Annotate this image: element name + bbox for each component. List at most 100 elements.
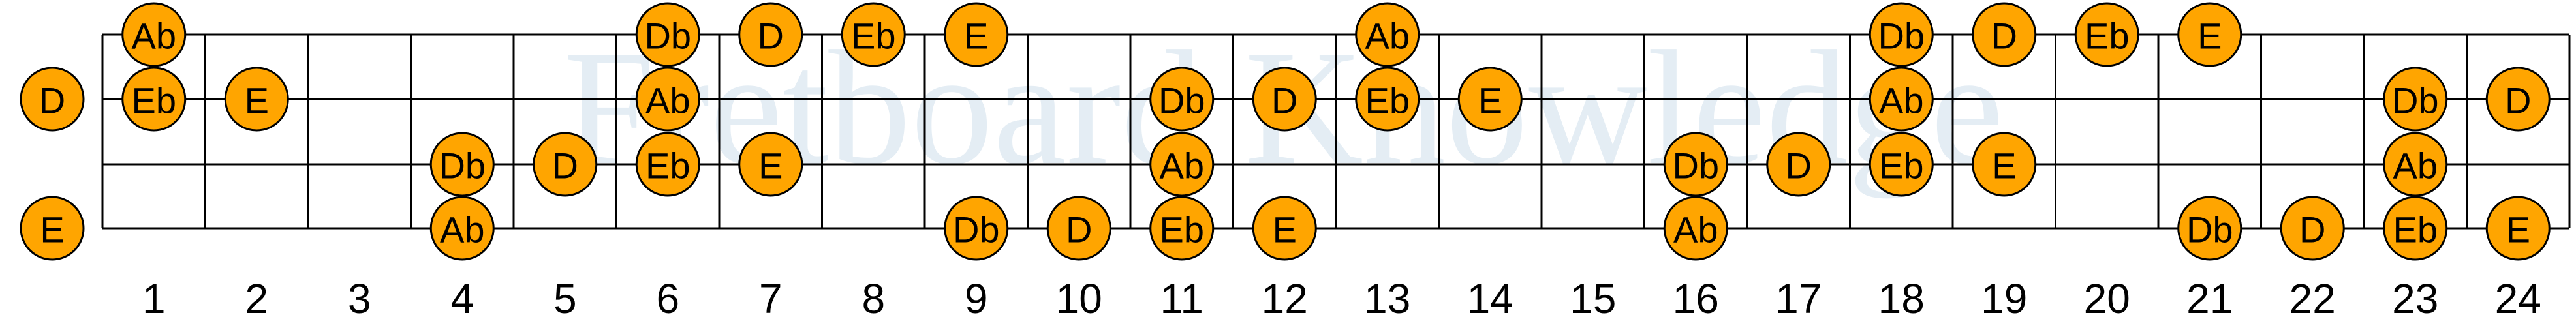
note-circle-icon <box>1972 2 2037 67</box>
note-fret-17-string-3: D <box>1766 132 1831 197</box>
note-circle-icon <box>635 67 700 132</box>
note-circle-icon <box>1149 132 1215 197</box>
fret-number-5: 5 <box>553 275 577 322</box>
note-label: Ab <box>2393 145 2438 187</box>
fret-number-7: 7 <box>759 275 783 322</box>
note-label: Db <box>1878 16 1925 57</box>
note-fret-20-string-1: Eb <box>2074 2 2139 67</box>
fret-number-20: 20 <box>2084 275 2130 322</box>
note-label: D <box>758 16 784 57</box>
note-circle-icon <box>1663 132 1728 197</box>
note-circle-icon <box>1355 67 1420 132</box>
note-label: Eb <box>1160 209 1205 250</box>
note-fret-22-string-4: D <box>2280 196 2345 261</box>
note-label: E <box>2506 209 2530 250</box>
note-circle-icon <box>1149 67 1215 132</box>
note-fret-19-string-1: D <box>1972 2 2037 67</box>
note-circle-icon <box>2177 2 2242 67</box>
note-fret-9-string-1: E <box>944 2 1009 67</box>
note-label: Ab <box>1160 145 1205 187</box>
note-label: E <box>1992 145 2016 187</box>
fret-number-10: 10 <box>1056 275 1102 322</box>
note-circle-icon <box>1869 2 1934 67</box>
note-circle-icon <box>1663 196 1728 261</box>
note-label: Eb <box>851 16 896 57</box>
note-fret-6-string-1: Db <box>635 2 700 67</box>
fret-number-11: 11 <box>1160 275 1203 322</box>
note-label: E <box>964 16 988 57</box>
note-label: Db <box>1158 80 1205 121</box>
note-circle-icon <box>2383 132 2448 197</box>
open-note-string-2: D <box>20 67 85 132</box>
note-label: Eb <box>2085 16 2130 57</box>
note-label: D <box>39 80 65 121</box>
note-circle-icon <box>841 2 906 67</box>
note-circle-icon <box>1869 67 1934 132</box>
note-fret-16-string-3: Db <box>1663 132 1728 197</box>
note-fret-21-string-1: E <box>2177 2 2242 67</box>
note-fret-12-string-2: D <box>1252 67 1317 132</box>
note-fret-2-string-2: E <box>224 67 289 132</box>
fret-number-6: 6 <box>656 275 679 322</box>
note-fret-11-string-2: Db <box>1149 67 1215 132</box>
note-label: Eb <box>132 80 177 121</box>
note-circle-icon <box>1972 132 2037 197</box>
note-circle-icon <box>2485 196 2551 261</box>
note-circle-icon <box>944 2 1009 67</box>
note-label: Db <box>953 209 1000 250</box>
fret-number-22: 22 <box>2289 275 2336 322</box>
note-fret-13-string-2: Eb <box>1355 67 1420 132</box>
note-label: Db <box>2392 80 2439 121</box>
note-fret-11-string-3: Ab <box>1149 132 1215 197</box>
note-fret-5-string-3: D <box>533 132 598 197</box>
note-circle-icon <box>1046 196 1111 261</box>
note-fret-7-string-3: E <box>738 132 803 197</box>
note-circle-icon <box>1457 67 1523 132</box>
note-fret-12-string-4: E <box>1252 196 1317 261</box>
note-label: Db <box>439 145 486 187</box>
note-fret-1-string-2: Eb <box>121 67 187 132</box>
fret-number-4: 4 <box>450 275 474 322</box>
note-fret-23-string-2: Db <box>2383 67 2448 132</box>
note-label: Eb <box>2393 209 2438 250</box>
fret-number-19: 19 <box>1981 275 2027 322</box>
fretboard-grid <box>101 33 2571 230</box>
note-circle-icon <box>944 196 1009 261</box>
note-circle-icon <box>1252 67 1317 132</box>
note-label: Eb <box>1879 145 1924 187</box>
note-circle-icon <box>121 2 187 67</box>
note-label: D <box>2505 80 2531 121</box>
note-label: D <box>1066 209 1092 250</box>
note-label: D <box>2299 209 2325 250</box>
fret-number-3: 3 <box>348 275 371 322</box>
note-label: Ab <box>1879 80 1924 121</box>
note-fret-4-string-3: Db <box>429 132 495 197</box>
note-circle-icon <box>1149 196 1215 261</box>
note-circle-icon <box>1869 132 1934 197</box>
note-circle-icon <box>2383 67 2448 132</box>
fret-number-17: 17 <box>1775 275 1822 322</box>
note-fret-7-string-1: D <box>738 2 803 67</box>
note-fret-8-string-1: Eb <box>841 2 906 67</box>
fret-number-23: 23 <box>2392 275 2438 322</box>
note-circle-icon <box>1252 196 1317 261</box>
open-string-notes: DE <box>20 67 85 261</box>
note-label: Db <box>644 16 691 57</box>
note-label: D <box>552 145 578 187</box>
note-label: Eb <box>645 145 691 187</box>
fret-number-1: 1 <box>142 275 166 322</box>
note-fret-14-string-2: E <box>1457 67 1523 132</box>
note-circle-icon <box>1766 132 1831 197</box>
note-circle-icon <box>429 132 495 197</box>
note-circle-icon <box>20 196 85 261</box>
note-label: E <box>40 209 64 250</box>
note-circle-icon <box>2074 2 2139 67</box>
note-fret-6-string-3: Eb <box>635 132 700 197</box>
note-circle-icon <box>635 132 700 197</box>
note-fret-4-string-4: Ab <box>429 196 495 261</box>
note-label: Eb <box>1365 80 1410 121</box>
note-circle-icon <box>2485 67 2551 132</box>
note-fret-19-string-3: E <box>1972 132 2037 197</box>
